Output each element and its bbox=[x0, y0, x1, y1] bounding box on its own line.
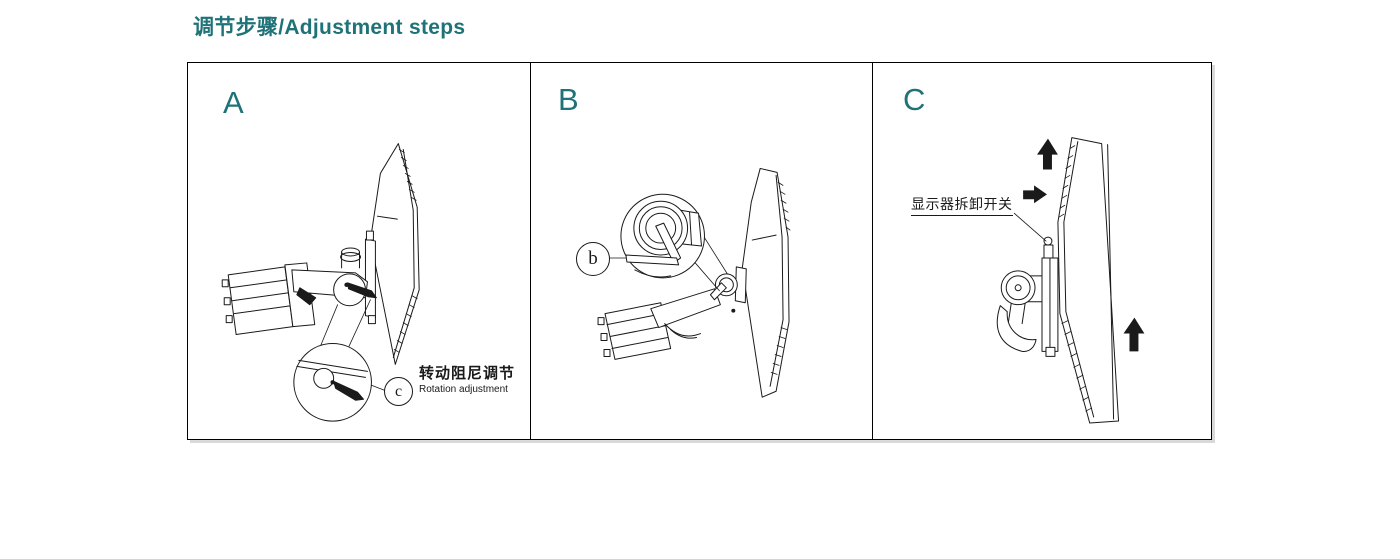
damper-knob-b bbox=[710, 274, 737, 313]
bezel-hatching-b bbox=[771, 182, 790, 374]
callout-text-en: Rotation adjustment bbox=[419, 384, 508, 395]
panel-c-label: C bbox=[903, 82, 926, 117]
callout-badge-c: c bbox=[384, 377, 413, 406]
rotation-damper-lever-detail bbox=[334, 381, 364, 400]
panel-a-illustration bbox=[188, 63, 530, 439]
monitor-drawing-a bbox=[365, 144, 419, 365]
panel-b-label: B bbox=[558, 82, 579, 117]
up-arrow-icon bbox=[1123, 317, 1145, 352]
clamp-handle-c bbox=[997, 306, 1036, 352]
arm-drawing-b bbox=[651, 289, 721, 338]
magnifier-leader-lines-a bbox=[321, 300, 385, 391]
page-title: 调节步骤/Adjustment steps bbox=[193, 16, 466, 39]
panel-a-label: A bbox=[223, 85, 244, 120]
arm-drawing-a bbox=[292, 248, 377, 306]
mount-head-c bbox=[997, 271, 1042, 352]
callout-badge-c-letter: c bbox=[394, 382, 403, 400]
lever-detail-b bbox=[626, 255, 679, 265]
detach-switch-annotation: 显示器拆卸开关 bbox=[911, 194, 1013, 216]
callout-badge-b-letter: b bbox=[588, 248, 598, 269]
magnifier-circle-b bbox=[621, 194, 705, 278]
panel-b: B b bbox=[531, 63, 873, 439]
rotation-adjustment-callout: 转动阻尼调节 Rotation adjustment bbox=[419, 364, 515, 396]
vesa-plate-c bbox=[1042, 237, 1058, 356]
magnifier-circle-a bbox=[294, 344, 372, 422]
rotation-lever-a bbox=[348, 283, 377, 298]
rail-mount-a bbox=[222, 263, 315, 335]
panel-a: A c 转动阻尼调节 Rotation adjustment bbox=[188, 63, 531, 439]
steps-board: A c 转动阻尼调节 Rotation adjustment bbox=[187, 62, 1212, 440]
bezel-hatching-c bbox=[1059, 146, 1092, 411]
monitor-drawing-b bbox=[735, 168, 790, 397]
annotation-leader-c bbox=[1014, 213, 1046, 241]
up-arrow-icon bbox=[1037, 138, 1058, 170]
panel-c-illustration bbox=[873, 63, 1145, 439]
monitor-drawing-c bbox=[1058, 138, 1119, 423]
hex-key-detail-b bbox=[656, 223, 681, 263]
magnifier-leader-lines-b bbox=[609, 236, 727, 291]
callout-text-zh: 转动阻尼调节 bbox=[419, 365, 516, 382]
panel-b-illustration bbox=[531, 63, 872, 439]
panel-c: C 显示器拆卸开关 bbox=[873, 63, 1211, 439]
callout-badge-b: b bbox=[576, 242, 610, 276]
detach-switch-c bbox=[1044, 237, 1052, 245]
right-arrow-icon bbox=[1023, 185, 1047, 204]
bezel-hatching-a bbox=[394, 150, 417, 353]
